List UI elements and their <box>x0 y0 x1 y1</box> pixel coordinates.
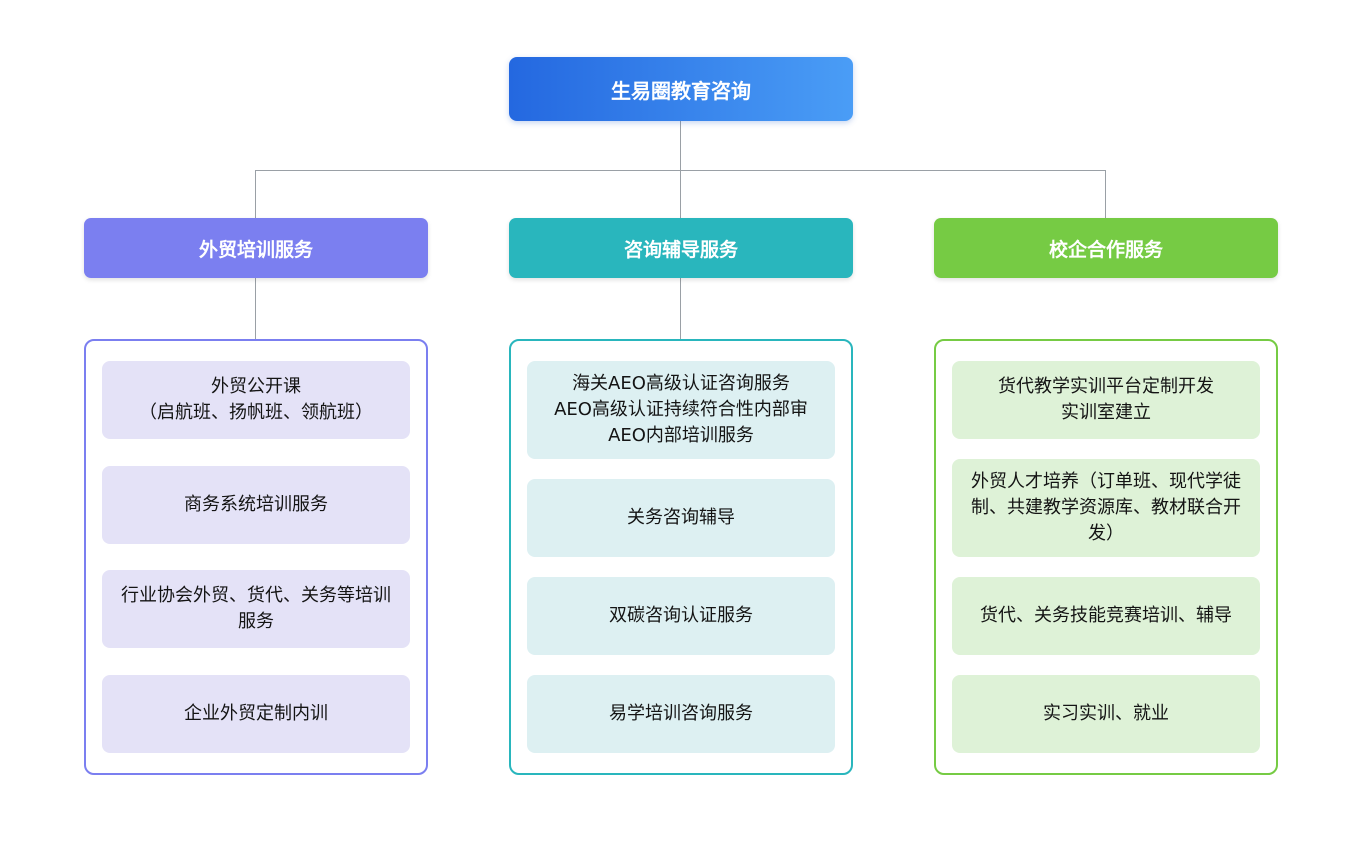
branch-item: 外贸公开课 （启航班、扬帆班、领航班） <box>102 361 410 439</box>
branch-header-consulting-coaching: 咨询辅导服务 <box>509 218 853 278</box>
branch-item: 外贸人才培养（订单班、现代学徒制、共建教学资源库、教材联合开发） <box>952 458 1260 558</box>
root-node: 生易圈教育咨询 <box>509 57 853 121</box>
root-node-label: 生易圈教育咨询 <box>611 78 751 103</box>
branch-header-foreign-trade-training: 外贸培训服务 <box>84 218 428 278</box>
connector-branch-3-stub <box>1105 170 1106 218</box>
branch-box-foreign-trade-training: 外贸公开课 （启航班、扬帆班、领航班） 商务系统培训服务 行业协会外贸、货代、关… <box>84 339 428 775</box>
branch-item: 易学培训咨询服务 <box>527 675 835 753</box>
branch-item: 商务系统培训服务 <box>102 465 410 544</box>
branch-item: 企业外贸定制内训 <box>102 674 410 753</box>
branch-item: 实习实训、就业 <box>952 675 1260 753</box>
connector-root-vertical <box>680 121 681 170</box>
branch-header-school-enterprise-cooperation: 校企合作服务 <box>934 218 1278 278</box>
connector-branch-2-stub <box>680 170 681 218</box>
connector-header-box-2 <box>680 278 681 339</box>
branch-item: 关务咨询辅导 <box>527 479 835 558</box>
branch-item: 货代教学实训平台定制开发 实训室建立 <box>952 361 1260 439</box>
branch-header-label: 校企合作服务 <box>1048 238 1163 261</box>
branch-box-consulting-coaching: 海关AEO高级认证咨询服务 AEO高级认证持续符合性内部审 AEO内部培训服务 … <box>509 339 853 775</box>
connector-header-box-1 <box>255 278 256 339</box>
branch-item: 行业协会外贸、货代、关务等培训服务 <box>102 570 410 649</box>
branch-header-label: 咨询辅导服务 <box>623 238 738 261</box>
branch-item: 双碳咨询认证服务 <box>527 577 835 656</box>
connector-branch-1-stub <box>255 170 256 218</box>
branch-box-school-enterprise-cooperation: 货代教学实训平台定制开发 实训室建立 外贸人才培养（订单班、现代学徒制、共建教学… <box>934 339 1278 775</box>
branch-header-label: 外贸培训服务 <box>198 238 313 261</box>
branch-item: 海关AEO高级认证咨询服务 AEO高级认证持续符合性内部审 AEO内部培训服务 <box>527 361 835 460</box>
branch-item: 货代、关务技能竞赛培训、辅导 <box>952 577 1260 656</box>
